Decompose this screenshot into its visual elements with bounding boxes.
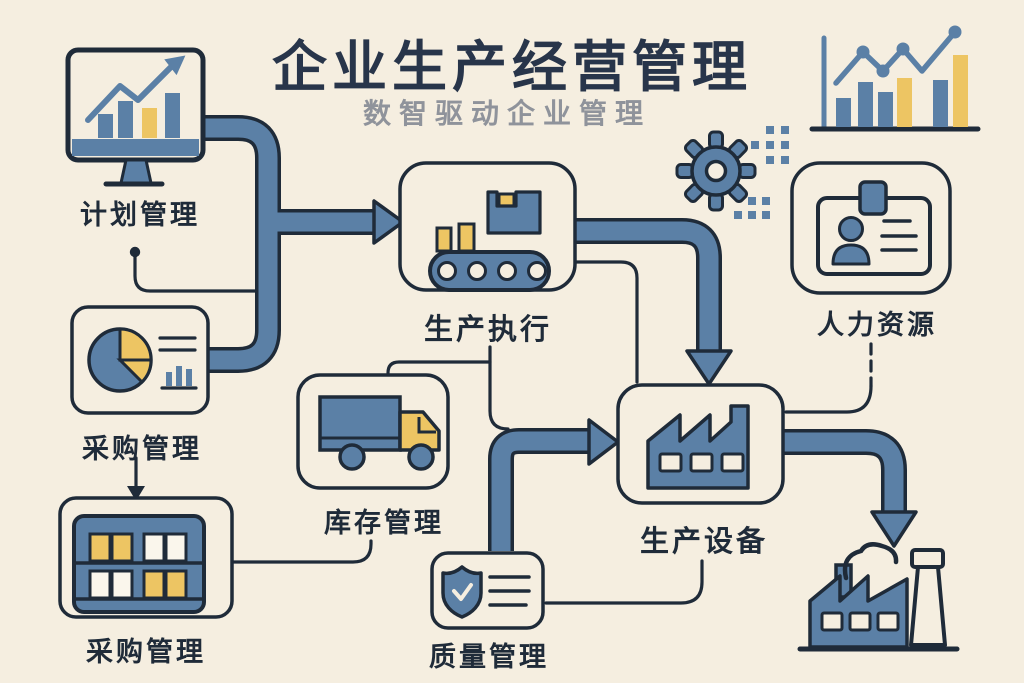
label-quality: 质量管理 [429,642,549,672]
label-equipment: 生产设备 [639,526,769,558]
label-procurement: 采购管理 [82,434,202,464]
truck-icon [318,395,441,471]
label-warehouse: 采购管理 [86,637,206,667]
arrow-into-equipment-left [587,418,620,466]
arrow-into-equipment-top [685,349,733,386]
factory-icon [646,404,750,490]
shield-check-icon [441,565,531,619]
pipe-quality-to-equipment [491,431,588,551]
pipe-execution-to-equipment [575,221,719,350]
smoke-factory-icon [797,542,960,652]
smoke-curve [842,542,899,581]
line-hr-to-equipment [784,384,873,414]
gear-icon [675,130,757,212]
line-execution-to-equipment [574,260,639,384]
line-inventory-branch [386,360,492,375]
dot-grid-icon [734,126,789,219]
shelf-boxes-icon [72,514,206,614]
line-quality-to-equipment [544,559,704,605]
line-plan-to-pipe [133,254,258,293]
line-warehouse-to-inventory [231,539,373,564]
arrow-into-smoke-factory [870,510,918,548]
down-arrowhead-small [127,486,145,501]
plan-line-dot [129,246,141,258]
trend-bar-chart [809,25,981,132]
id-badge-icon [816,180,932,276]
label-plan: 计划管理 [80,200,200,230]
pipe-plan-procurement [203,118,278,370]
monitor-chart-icon [65,47,206,187]
page-title: 企业生产经营管理 [271,36,753,98]
conveyor-belt-icon [428,190,551,292]
line-execution-down-merge [488,345,510,431]
label-inventory: 库存管理 [324,508,444,538]
page-subtitle: 数智驱动企业管理 [362,98,652,129]
label-execution: 生产执行 [423,314,553,346]
pipe-arrowheads [372,199,918,548]
arrow-into-execution [372,199,405,245]
pipe-cores [203,118,904,551]
thin-connectors [133,254,873,605]
label-hr: 人力资源 [817,310,937,340]
pie-chart-icon [87,327,198,393]
pipe-equipment-to-factory [781,432,904,512]
